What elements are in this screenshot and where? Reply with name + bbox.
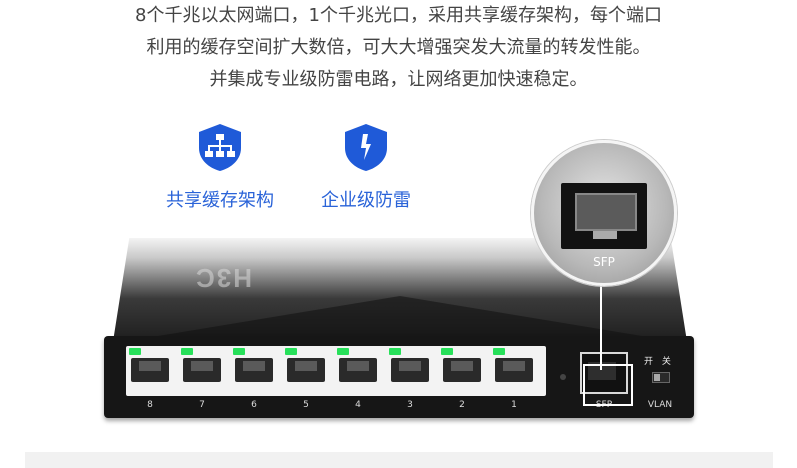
intro-line-2: 利用的缓存空间扩大数倍，可大大增强突发大流量的转发性能。 bbox=[146, 37, 651, 58]
feature-surge-protection: 企业级防雷 bbox=[296, 122, 436, 212]
vlan-toggle-switch bbox=[652, 372, 670, 383]
intro-line-1: 8个千兆以太网端口，1个千兆光口，采用共享缓存架构，每个端口 bbox=[135, 5, 662, 26]
network-topology-icon bbox=[199, 124, 241, 171]
device-front-panel: 8 7 6 5 4 3 2 1 SFP 开 关 VLAN bbox=[104, 336, 694, 418]
intro-line-3: 并集成专业级防雷电路，让网络更加快速稳定。 bbox=[209, 69, 588, 90]
link-led bbox=[233, 348, 245, 355]
port-number: 1 bbox=[511, 400, 517, 410]
feature-shared-cache: 共享缓存架构 bbox=[150, 122, 290, 212]
port-number: 8 bbox=[147, 400, 153, 410]
feature-list: 共享缓存架构 企业级防雷 bbox=[150, 122, 440, 222]
link-led bbox=[389, 348, 401, 355]
ethernet-port bbox=[389, 348, 431, 384]
link-led bbox=[441, 348, 453, 355]
sfp-module-closeup bbox=[561, 183, 647, 249]
link-led bbox=[493, 348, 505, 355]
ethernet-port-panel bbox=[126, 346, 546, 396]
callout-highlight-box bbox=[583, 364, 633, 406]
ethernet-port bbox=[337, 348, 379, 384]
callout-pointer-line bbox=[600, 280, 602, 370]
link-led bbox=[285, 348, 297, 355]
port-number: 4 bbox=[355, 400, 361, 410]
feature-label-surge: 企业级防雷 bbox=[321, 190, 411, 211]
port-number: 7 bbox=[199, 400, 205, 410]
vlan-label: VLAN bbox=[647, 400, 673, 410]
port-number: 6 bbox=[251, 400, 257, 410]
intro-text: 8个千兆以太网端口，1个千兆光口，采用共享缓存架构，每个端口 利用的缓存空间扩大… bbox=[0, 0, 797, 96]
link-led bbox=[181, 348, 193, 355]
footer-divider bbox=[25, 452, 773, 468]
ethernet-port bbox=[181, 348, 223, 384]
zoom-label: SFP bbox=[593, 255, 615, 269]
reset-hole bbox=[560, 374, 566, 380]
ethernet-port bbox=[233, 348, 275, 384]
link-led bbox=[337, 348, 349, 355]
port-number: 5 bbox=[303, 400, 309, 410]
device-ridge bbox=[110, 296, 690, 344]
ethernet-port bbox=[493, 348, 535, 384]
sfp-zoom-callout: SFP bbox=[531, 140, 677, 286]
ethernet-port bbox=[441, 348, 483, 384]
feature-label-shared-cache: 共享缓存架构 bbox=[166, 190, 274, 211]
sfp-port bbox=[580, 352, 628, 394]
device-logo: H3C bbox=[194, 263, 253, 293]
ethernet-port bbox=[129, 348, 171, 384]
ethernet-port bbox=[285, 348, 327, 384]
port-number: 2 bbox=[459, 400, 465, 410]
vlan-switch-label: 开 关 bbox=[644, 357, 674, 367]
lightning-icon bbox=[345, 124, 387, 171]
link-led bbox=[129, 348, 141, 355]
port-number: 3 bbox=[407, 400, 413, 410]
